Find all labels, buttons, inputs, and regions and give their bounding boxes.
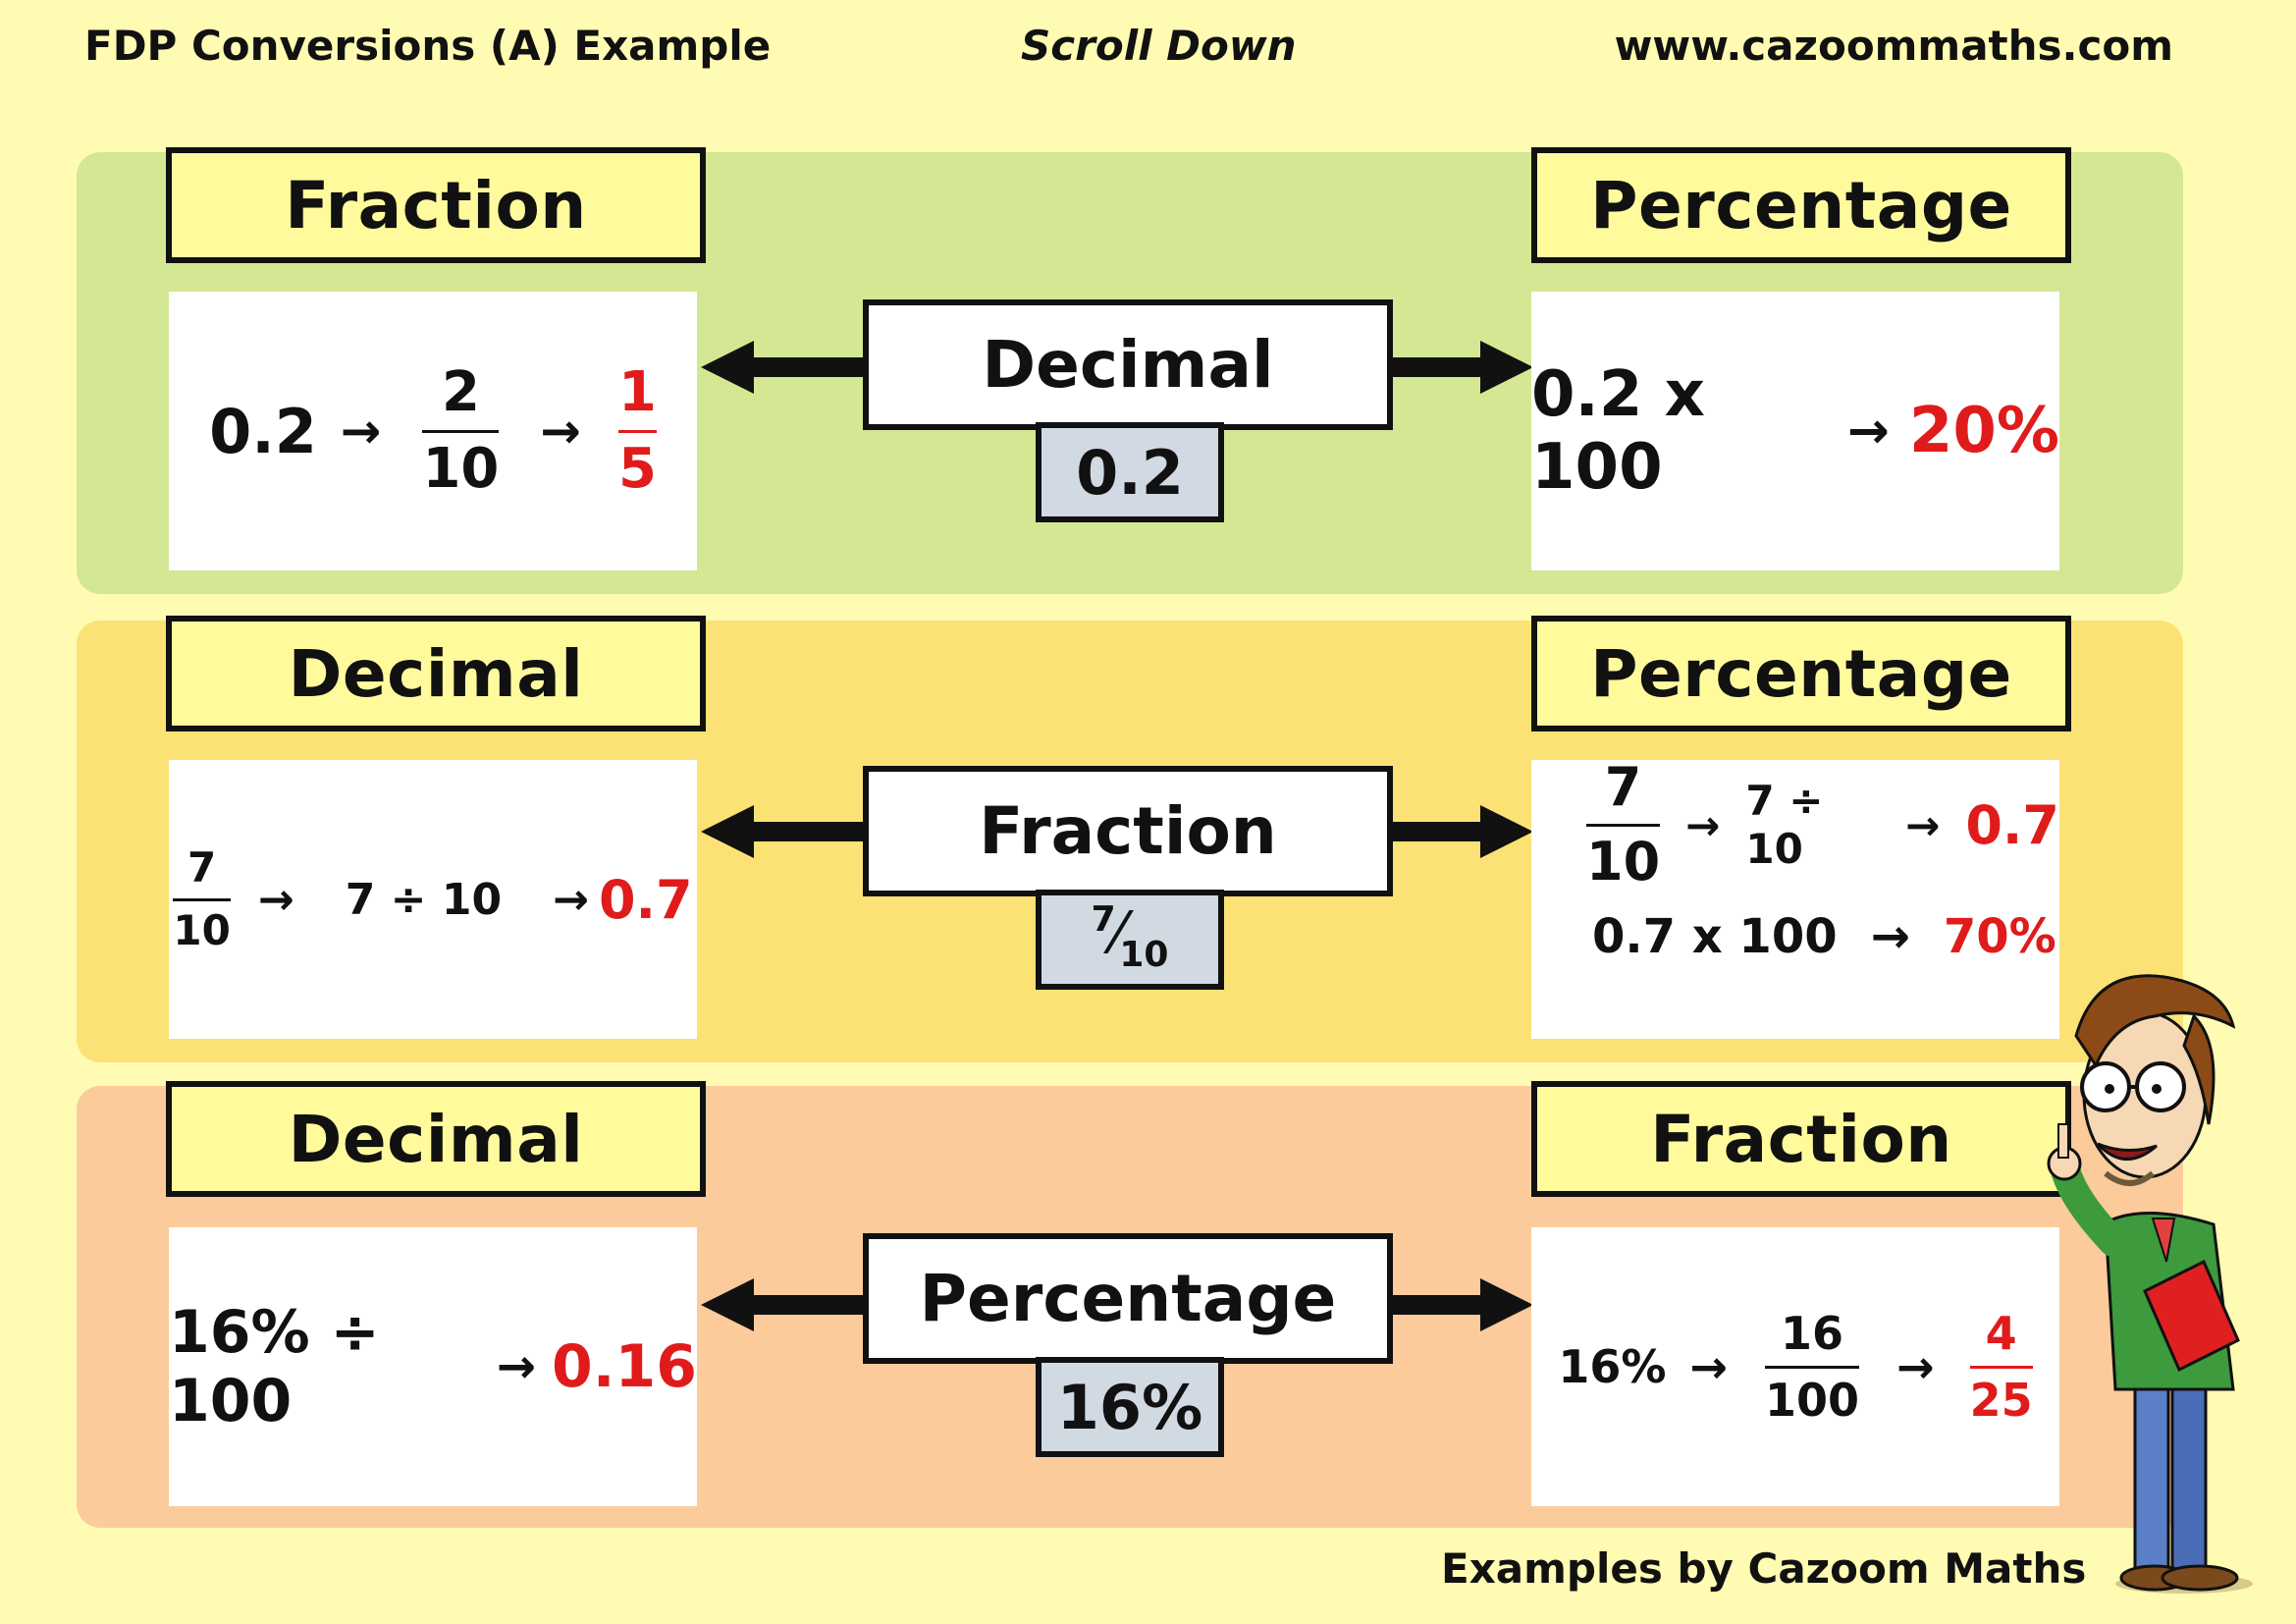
numerator: 7 bbox=[187, 843, 217, 893]
denominator: 5 bbox=[617, 436, 657, 501]
working-card-fraction: 0.2 → 2 10 → 1 5 bbox=[169, 292, 697, 570]
right-arrow-icon bbox=[1364, 341, 1533, 394]
label-percentage: Percentage bbox=[1531, 616, 2071, 731]
step-arrow-icon: → bbox=[1870, 909, 1910, 965]
working-card-percentage: 7 10 → 7 ÷ 10 → 0.7 0.7 x 100 → 70% bbox=[1531, 756, 2059, 1039]
start-value: 0.2 bbox=[209, 395, 317, 467]
numerator: 7 bbox=[1604, 756, 1642, 818]
section-fraction-to-decimal-percentage: Decimal Percentage 7 10 → 7 ÷ 10 → 0.7 F… bbox=[77, 616, 2183, 1062]
working-card-percentage: 0.2 x 100 → 20% bbox=[1531, 292, 2059, 570]
step-arrow-icon: → bbox=[1905, 800, 1941, 849]
left-arrow-icon bbox=[701, 805, 868, 858]
percentage-answer: 70% bbox=[1943, 909, 2056, 965]
step-arrow-icon: → bbox=[1689, 1340, 1729, 1393]
label-decimal: Decimal bbox=[166, 616, 706, 731]
step-arrow-icon: → bbox=[1685, 800, 1721, 849]
center-value: 7 ⁄ 10 bbox=[1036, 890, 1224, 990]
right-arrow-icon bbox=[1364, 805, 1533, 858]
fraction-start: 7 10 bbox=[1586, 756, 1661, 893]
step-arrow-icon: → bbox=[1896, 1340, 1935, 1393]
page-title: FDP Conversions (A) Example bbox=[84, 22, 772, 70]
step-arrow-icon: → bbox=[1846, 402, 1890, 460]
numerator: 16 bbox=[1781, 1307, 1844, 1361]
numerator: 7 bbox=[1091, 898, 1116, 940]
fraction-answer: 4 25 bbox=[1969, 1307, 2033, 1427]
step-arrow-icon: → bbox=[340, 403, 382, 460]
denominator: 10 bbox=[422, 436, 500, 501]
left-arrow-icon bbox=[701, 341, 868, 394]
label-fraction: Fraction bbox=[1531, 1081, 2071, 1197]
fraction-intermediate: 16 100 bbox=[1765, 1307, 1860, 1427]
center-value: 0.2 bbox=[1036, 422, 1224, 522]
working-card-fraction: 16% → 16 100 → 4 25 bbox=[1531, 1227, 2059, 1506]
decimal-answer: 0.7 bbox=[598, 868, 693, 931]
label-percentage: Percentage bbox=[1531, 147, 2071, 263]
decimal-answer: 0.16 bbox=[551, 1332, 697, 1401]
center-value: 16% bbox=[1036, 1357, 1224, 1457]
label-decimal: Decimal bbox=[166, 1081, 706, 1197]
denominator: 10 bbox=[173, 905, 231, 954]
scroll-hint: Scroll Down bbox=[1021, 22, 1297, 70]
numerator: 4 bbox=[1985, 1307, 2017, 1361]
working-expression: 0.2 x 100 bbox=[1531, 358, 1705, 504]
decimal-result: 0.7 bbox=[1965, 793, 2059, 856]
section-percentage-to-decimal-fraction: Decimal Fraction 16% ÷ 100 → 0.16 Percen… bbox=[77, 1081, 2183, 1528]
right-arrow-icon bbox=[1364, 1278, 1533, 1331]
working-card-decimal: 7 10 → 7 ÷ 10 → 0.7 bbox=[169, 760, 697, 1039]
step-arrow-icon: → bbox=[540, 403, 581, 460]
center-label-decimal: Decimal bbox=[863, 299, 1393, 430]
left-arrow-icon bbox=[701, 1278, 868, 1331]
working-expression: 16% ÷ 100 bbox=[169, 1298, 380, 1435]
fraction-start: 7 10 bbox=[173, 843, 231, 954]
fraction-answer: 1 5 bbox=[617, 359, 657, 501]
numerator: 1 bbox=[617, 359, 657, 424]
working-expression: 0.7 x 100 bbox=[1592, 909, 1838, 965]
fraction-intermediate: 2 10 bbox=[422, 359, 500, 501]
percentage-answer: 20% bbox=[1908, 395, 2059, 467]
section-decimal-to-fraction-percentage: Fraction Percentage 0.2 → 2 10 → 1 5 Dec… bbox=[77, 147, 2183, 594]
denominator: 25 bbox=[1969, 1373, 2033, 1427]
denominator: 10 bbox=[1586, 830, 1661, 893]
start-value: 16% bbox=[1558, 1340, 1667, 1393]
teacher-cartoon-icon bbox=[2047, 974, 2253, 1594]
denominator: 100 bbox=[1765, 1373, 1860, 1427]
center-label-percentage: Percentage bbox=[863, 1233, 1393, 1364]
step-arrow-icon: → bbox=[496, 1339, 536, 1394]
label-fraction: Fraction bbox=[166, 147, 706, 263]
working-card-decimal: 16% ÷ 100 → 0.16 bbox=[169, 1227, 697, 1506]
denominator: 10 bbox=[1119, 934, 1169, 975]
skewed-fraction: 7 ⁄ 10 bbox=[1091, 898, 1169, 975]
numerator: 2 bbox=[441, 359, 480, 424]
site-url[interactable]: www.cazoommaths.com bbox=[1614, 22, 2173, 70]
step-arrow-icon: → bbox=[553, 874, 589, 925]
center-label-fraction: Fraction bbox=[863, 766, 1393, 896]
step-arrow-icon: → bbox=[257, 874, 294, 925]
division-expression: 7 ÷ 10 bbox=[345, 874, 503, 925]
footer-credit: Examples by Cazoom Maths bbox=[1441, 1544, 2087, 1593]
division-expression: 7 ÷ 10 bbox=[1745, 777, 1824, 874]
